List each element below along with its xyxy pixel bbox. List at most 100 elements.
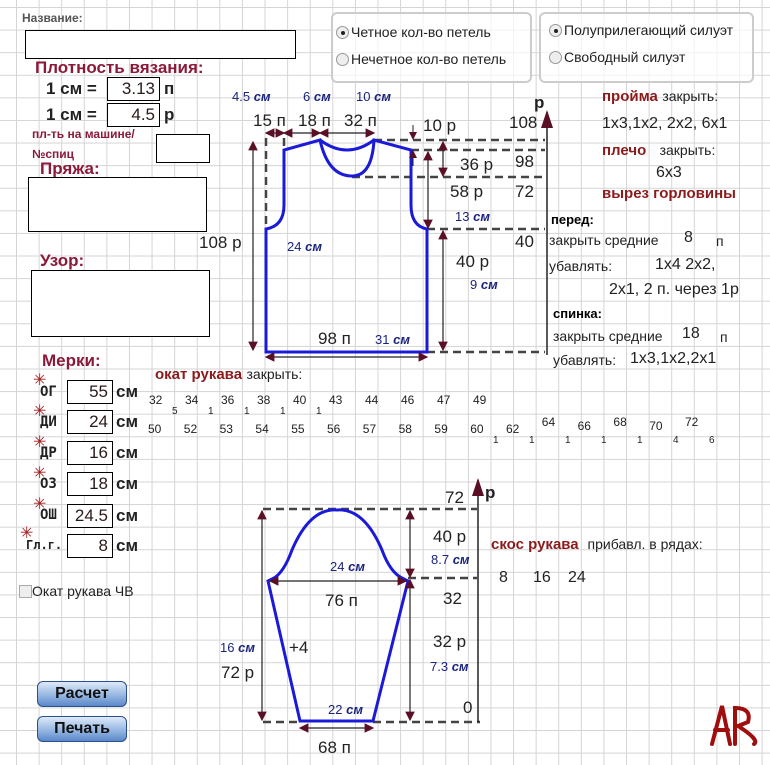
calculate-button[interactable]: Расчет: [37, 681, 127, 707]
measure-code: Гл.г.: [26, 538, 63, 552]
dim-label: 32 п: [344, 111, 377, 130]
radio-icon[interactable]: [336, 26, 349, 40]
cap-row1-value: 44: [365, 393, 379, 407]
cap-row2-value: 60: [470, 422, 484, 436]
axis-label: р: [485, 483, 495, 502]
row-unit: р: [164, 105, 175, 124]
silhouette-group: Полуприлегающий силуэт Свободный силуэт: [539, 12, 754, 83]
dim-cm: 6 см: [303, 89, 331, 104]
measure-code: ДР: [40, 445, 57, 461]
measure-osh-input[interactable]: 24.5: [67, 504, 113, 528]
dim-cm: 22 см: [328, 702, 363, 717]
radio-loose[interactable]: Свободный силуэт: [549, 49, 685, 67]
stitch-parity-group: Четное кол-во петель Нечетное кол-во пет…: [331, 12, 532, 83]
measure-di-input[interactable]: 24: [67, 410, 113, 434]
dim-cm: 16 см: [220, 640, 255, 655]
bodice-outline: [264, 138, 429, 354]
shoulder-action: закрыть:: [659, 142, 716, 158]
dim-label: 40 р: [433, 527, 466, 546]
cap-row2-value: 54: [255, 422, 269, 436]
axis-arrow-icon: [541, 110, 553, 128]
measure-code: ОШ: [40, 507, 57, 523]
dim-label: 18 п: [298, 111, 331, 130]
machine-label: пл-ть на машине/: [32, 127, 135, 141]
dim-label: 72 р: [221, 663, 254, 682]
dim-label: 68 п: [318, 738, 351, 757]
axis-value: 72: [445, 488, 464, 507]
row-density-input[interactable]: 4.5: [107, 103, 160, 127]
cap-row2-sub: 4: [673, 435, 679, 446]
front-close-value: 8: [684, 229, 693, 246]
cap-row1-sub: 1: [280, 406, 286, 417]
armhole-action: закрыть:: [662, 88, 719, 104]
dim-label: 36 р: [460, 155, 493, 174]
density-title: Плотность вязания:: [35, 58, 204, 77]
density-stitch-prefix: 1 см =: [46, 79, 97, 98]
measure-neck-input[interactable]: 8: [67, 534, 113, 558]
measure-oz-input[interactable]: 18: [67, 472, 113, 496]
print-button[interactable]: Печать: [37, 716, 127, 742]
measure-dr-input[interactable]: 16: [67, 441, 113, 465]
checkbox-box[interactable]: [19, 585, 32, 599]
cap-row2-sub: 6: [709, 435, 715, 446]
dim-label: 40 р: [456, 252, 489, 271]
stitch-density-input[interactable]: 3.13: [107, 77, 160, 101]
radio-icon[interactable]: [549, 51, 562, 65]
radio-icon[interactable]: [549, 24, 562, 38]
cap-row2-value: 55: [291, 422, 305, 436]
dim-cm: 13 см: [455, 209, 490, 224]
front-close-label: закрыть средние: [549, 232, 659, 248]
yarn-label: Пряжа:: [40, 159, 100, 178]
shoulder-title: плечо: [602, 142, 647, 159]
guide-lines: [264, 138, 545, 354]
cap-row1-sub: 1: [244, 406, 250, 417]
axis-arrow-icon: [472, 478, 484, 496]
cap-title: окат рукава: [155, 366, 243, 383]
front-decr-value1: 1x4 2x2,: [655, 256, 716, 273]
cap-row2-sub: 1: [493, 435, 499, 446]
armhole-value: 1x3,1x2, 2x2, 6x1: [602, 115, 728, 132]
name-input[interactable]: [25, 30, 296, 59]
slope-value: 16: [533, 569, 551, 586]
radio-even[interactable]: Четное кол-во петель: [336, 24, 491, 42]
cap-action: закрыть:: [246, 366, 303, 382]
dim-cm: 4.5 см: [232, 89, 271, 104]
back-close-label: закрыть средние: [553, 328, 663, 344]
slope-value: 8: [499, 569, 508, 586]
radio-icon[interactable]: [336, 53, 349, 67]
sleeve-outline: [266, 508, 410, 723]
measure-og-input[interactable]: 55: [67, 380, 113, 404]
back-title: спинка:: [553, 306, 602, 321]
front-decr-label: убавлять:: [549, 258, 613, 274]
required-star-icon: ✳: [33, 434, 47, 451]
dim-label: 76 п: [325, 591, 358, 610]
dim-cm: 24 см: [287, 239, 322, 254]
radio-semi-fitted[interactable]: Полуприлегающий силуэт: [549, 22, 733, 40]
radio-odd[interactable]: Нечетное кол-во петель: [336, 51, 506, 69]
required-star-icon: ✳: [33, 496, 47, 513]
pattern-input[interactable]: [31, 270, 210, 337]
yarn-input[interactable]: [28, 177, 207, 232]
cap-row1-value: 49: [473, 393, 487, 407]
axis-value: 72: [515, 182, 534, 201]
cap-row1-sub: 5: [172, 406, 178, 417]
axis-value: 40: [515, 232, 534, 251]
front-title: перед:: [551, 212, 594, 227]
dim-label: 32 р: [433, 632, 466, 651]
cap-checkbox[interactable]: Окат рукава ЧВ: [19, 583, 134, 601]
pattern-label: Узор:: [40, 251, 85, 270]
dim-label: 15 п: [253, 111, 286, 130]
measure-unit: см: [116, 506, 139, 525]
armhole-title: пройма: [602, 88, 658, 105]
cap-row2-value: 68: [613, 415, 627, 429]
ab-logo: [710, 705, 758, 746]
cap-row1-value: 38: [257, 393, 271, 407]
cap-row2-sub: 1: [637, 435, 643, 446]
cap-row2-value: 50: [148, 422, 162, 436]
needle-input[interactable]: [156, 134, 210, 163]
dim-label: 108 р: [199, 233, 242, 252]
cap-row1-sub: 1: [316, 406, 322, 417]
front-decr-value2: 2x1, 2 п. через 1р: [609, 281, 739, 298]
axis-label: р: [534, 93, 544, 112]
